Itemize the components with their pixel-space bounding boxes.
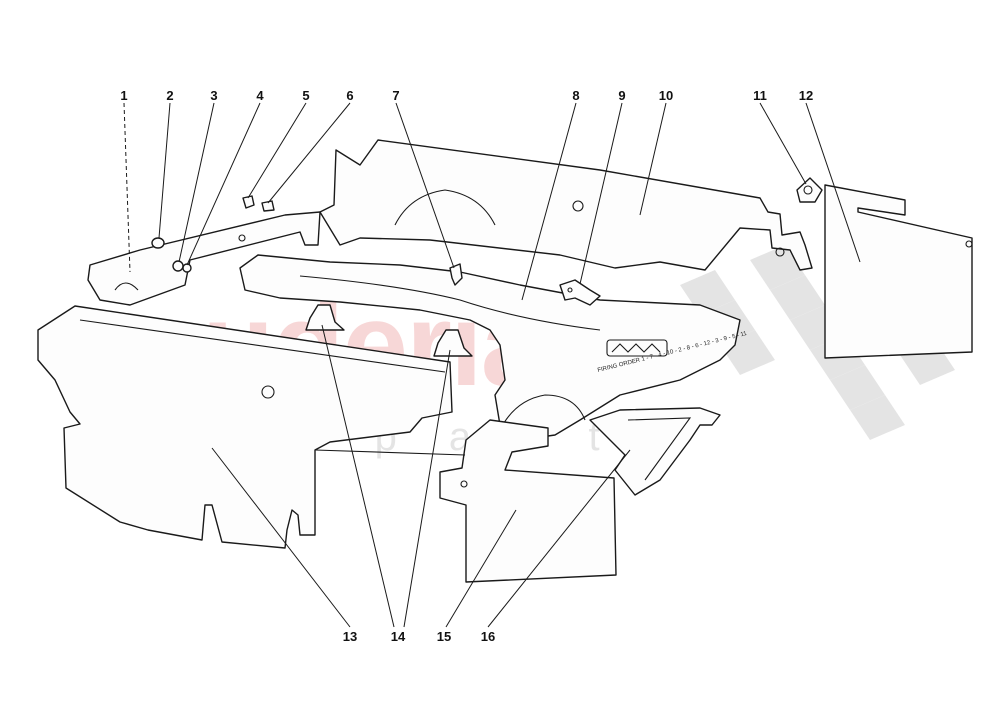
part-8-engine-cover: FIRING ORDER 1 - 7 - 4 - 10 - 2 - 8 - 6 … [239, 254, 748, 441]
callout-6: 6 [346, 88, 353, 103]
part-14-clamp-right [433, 329, 473, 357]
callout-2: 2 [166, 88, 173, 103]
leader-14a [321, 324, 395, 628]
part-11-grommet [796, 177, 823, 203]
part-14-clamp-left [305, 304, 345, 331]
leader-16 [487, 449, 631, 628]
leader-10 [639, 102, 667, 216]
leader-5 [247, 102, 307, 199]
leader-8 [521, 102, 577, 301]
callout-8: 8 [572, 88, 579, 103]
leader-15 [445, 509, 517, 628]
callout-12: 12 [799, 88, 813, 103]
callout-7: 7 [392, 88, 399, 103]
callout-4: 4 [256, 88, 264, 103]
callout-10: 10 [659, 88, 673, 103]
part-7-clip [449, 263, 463, 286]
leader-lines [123, 102, 861, 628]
part-16-bracket [589, 407, 721, 496]
leader-11 [759, 102, 807, 185]
leader-4 [186, 102, 261, 266]
callout-11: 11 [753, 88, 767, 103]
callout-13: 13 [343, 629, 357, 644]
leader-9 [579, 102, 623, 285]
callout-16: 16 [481, 629, 495, 644]
leader-1 [123, 102, 131, 273]
leader-2 [158, 102, 171, 239]
leader-13 [211, 447, 351, 628]
part-12-side-panel [824, 184, 973, 359]
leader-14b [403, 349, 451, 628]
callout-numbers: 1 2 3 4 5 6 7 8 9 10 11 12 13 14 15 16 [120, 88, 813, 644]
part-1-front-shelf [87, 211, 321, 306]
callout-3: 3 [210, 88, 217, 103]
part-10-rear-panel [319, 139, 813, 271]
part-2-clip [151, 237, 165, 249]
part-9-clip-bracket [559, 279, 601, 306]
lamborghini-logo [606, 339, 668, 357]
leader-12 [805, 102, 861, 263]
part-3-clip [172, 260, 184, 272]
part-4-clip [182, 263, 192, 273]
callout-15: 15 [437, 629, 451, 644]
part-15-lower-panel [314, 419, 617, 583]
leader-3 [178, 102, 215, 263]
callout-5: 5 [302, 88, 309, 103]
leader-7 [395, 102, 455, 269]
callout-9: 9 [618, 88, 625, 103]
callout-1: 1 [120, 88, 127, 103]
callout-14: 14 [391, 629, 406, 644]
leader-6 [267, 102, 351, 204]
part-13-insulation-panel [37, 305, 453, 549]
